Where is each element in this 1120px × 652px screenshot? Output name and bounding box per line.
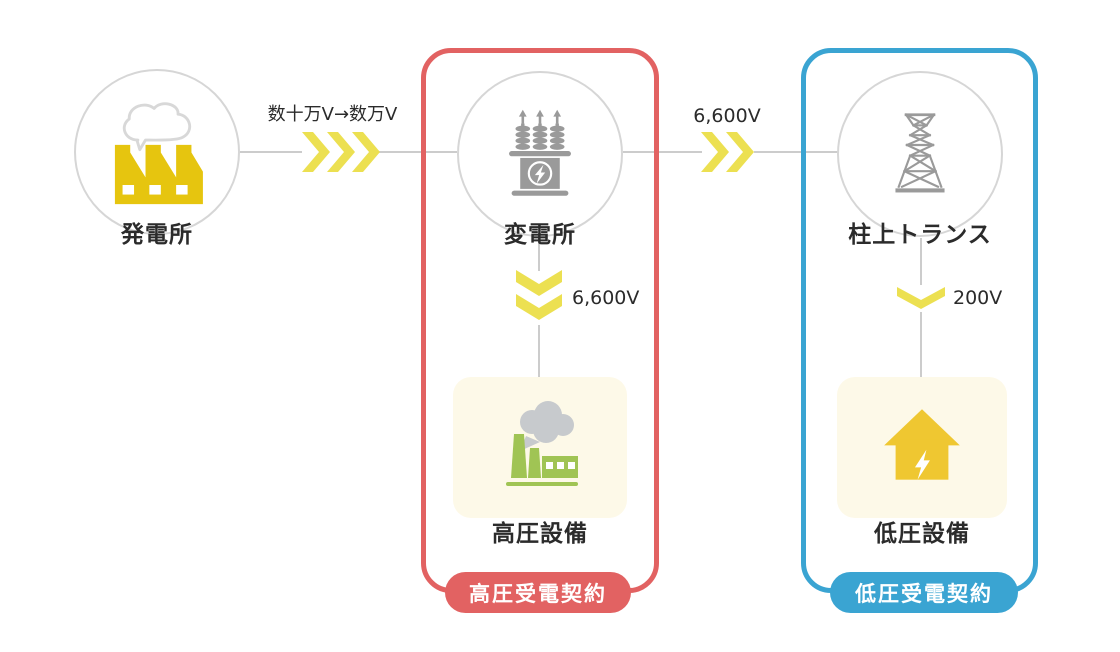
- connector-line: [374, 151, 457, 153]
- transformer-icon: [509, 109, 571, 196]
- chevron-right-icon: [701, 132, 754, 172]
- low-voltage-contract-frame: [801, 48, 1038, 593]
- high-voltage-equipment-label: 高圧設備: [492, 521, 588, 547]
- low-voltage-contract-badge: 低圧受電契約: [830, 572, 1018, 613]
- flow-voltage-label: 数十万V→数万V: [267, 104, 398, 125]
- factory-icon: [114, 102, 203, 205]
- chevron-down-icon: [516, 270, 562, 320]
- smoke-cloud-icon: [122, 102, 192, 152]
- connector-line: [920, 312, 922, 377]
- low-voltage-equipment-box: [837, 377, 1007, 518]
- connector-line: [538, 325, 540, 377]
- connector-line: [623, 151, 702, 153]
- pole-transformer-label: 柱上トランス: [848, 222, 992, 248]
- high-voltage-contract-badge: 高圧受電契約: [445, 572, 631, 613]
- high-voltage-equipment-box: [453, 377, 627, 518]
- connector-line: [920, 238, 922, 285]
- house-lightning-icon: [884, 408, 960, 480]
- substation-node: [457, 71, 623, 237]
- chevron-down-icon: [897, 287, 945, 309]
- green-factory-icon: [506, 400, 578, 486]
- flow-voltage-label: 200V: [953, 287, 1003, 309]
- flow-voltage-label: 6,600V: [693, 105, 761, 127]
- low-voltage-equipment-label: 低圧設備: [874, 521, 970, 547]
- power-plant-label: 発電所: [121, 222, 193, 248]
- connector-line: [240, 151, 302, 153]
- high-voltage-contract-frame: [421, 48, 659, 593]
- flow-voltage-label: 6,600V: [572, 287, 640, 309]
- pole-transformer-node: [837, 71, 1003, 237]
- connector-line: [538, 238, 540, 271]
- chevron-right-icon: [302, 132, 380, 172]
- substation-label: 変電所: [504, 222, 576, 248]
- smoke-cloud-icon: [520, 400, 574, 451]
- transmission-tower-icon: [895, 113, 945, 193]
- connector-line: [754, 151, 838, 153]
- power-plant-node: [74, 69, 240, 235]
